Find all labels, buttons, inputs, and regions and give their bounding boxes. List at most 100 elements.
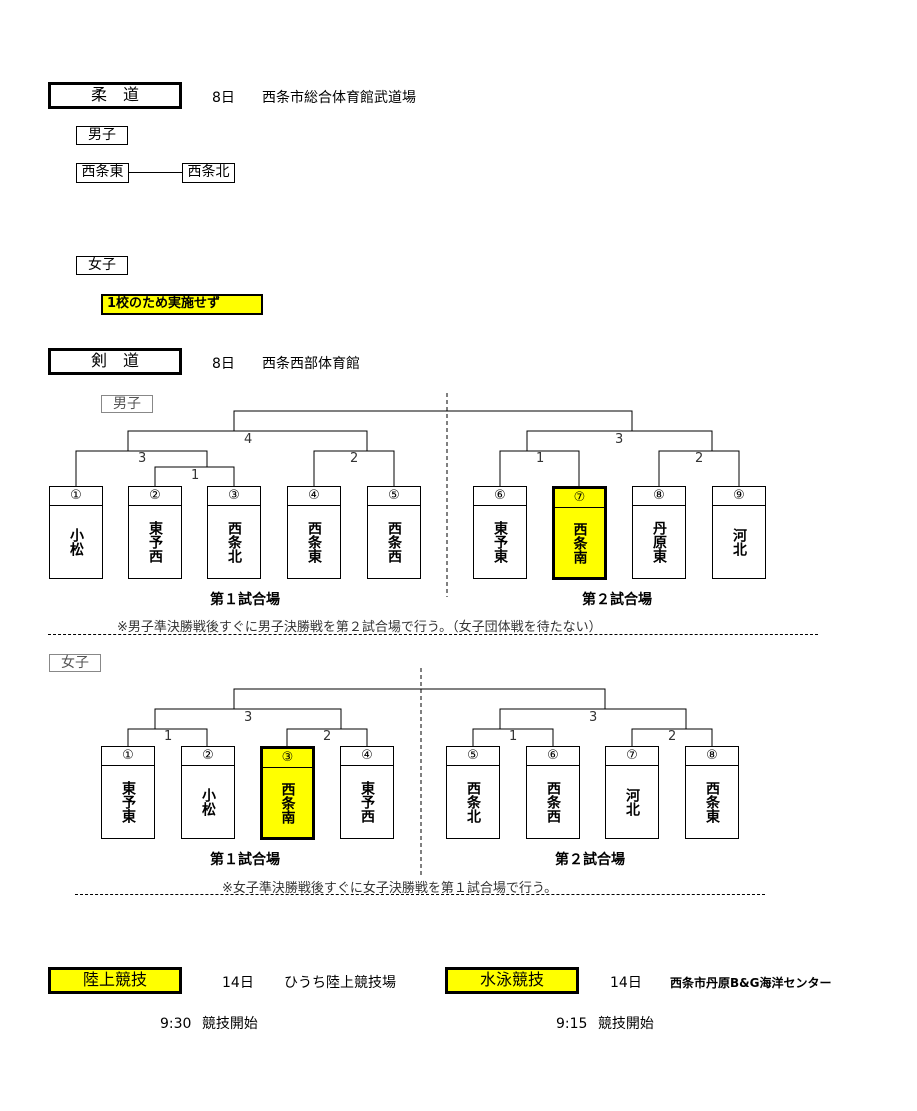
- kendo-girls-court-1: 第１試合場: [210, 852, 280, 868]
- athletics-date: 14日: [222, 975, 254, 991]
- team-name: 東予西: [359, 781, 375, 823]
- kendo-title: 剣 道: [48, 348, 182, 375]
- team-number: ③: [263, 749, 312, 768]
- team-name: 西条北: [226, 521, 242, 563]
- team-name: 河北: [731, 528, 747, 556]
- swimming-title: 水泳競技: [445, 967, 579, 994]
- team-number: ③: [208, 487, 260, 506]
- judo-boys-team-b: 西条北: [182, 163, 235, 183]
- kendo-girls-team: ⑦ 河北: [605, 746, 659, 839]
- athletics-title: 陸上競技: [48, 967, 182, 994]
- swimming-date: 14日: [610, 975, 642, 991]
- kendo-boys-team-highlighted: ⑦ 西条南: [552, 486, 607, 580]
- kendo-boys-team: ③ 西条北: [207, 486, 261, 579]
- kendo-boys-round-label: 4: [244, 432, 253, 447]
- kendo-boys-label: 男子: [101, 395, 153, 413]
- kendo-boys-team: ⑥ 東予東: [473, 486, 527, 579]
- kendo-boys-team: ⑨ 河北: [712, 486, 766, 579]
- swimming-time-value: 9:15: [556, 1016, 588, 1032]
- kendo-girls-round-label: 3: [244, 710, 253, 725]
- judo-venue: 西条市総合体育館武道場: [262, 90, 416, 106]
- judo-girls-label: 女子: [76, 256, 128, 275]
- team-name: 丹原東: [651, 521, 667, 563]
- team-number: ⑧: [686, 747, 738, 766]
- judo-boys-team-a: 西条東: [76, 163, 129, 183]
- kendo-boys-round-label: 1: [191, 468, 200, 483]
- team-number: ⑦: [555, 489, 604, 508]
- kendo-boys-round-label: 2: [695, 451, 704, 466]
- team-number: ④: [288, 487, 340, 506]
- team-number: ⑨: [713, 487, 765, 506]
- team-number: ⑧: [633, 487, 685, 506]
- kendo-boys-round-label: 1: [536, 451, 545, 466]
- team-number: ⑤: [447, 747, 499, 766]
- team-number: ⑦: [606, 747, 658, 766]
- team-name: 西条東: [306, 521, 322, 563]
- athletics-venue: ひうち陸上競技場: [284, 975, 396, 991]
- kendo-girls-team: ⑥ 西条西: [526, 746, 580, 839]
- judo-girls-note: 1校のため実施せず: [101, 294, 263, 315]
- kendo-boys-team: ⑧ 丹原東: [632, 486, 686, 579]
- kendo-girls-round-label: 2: [323, 729, 332, 744]
- kendo-girls-round-label: 3: [589, 710, 598, 725]
- kendo-boys-team: ② 東予西: [128, 486, 182, 579]
- team-name: 東予東: [120, 781, 136, 823]
- kendo-boys-note-line: [48, 634, 818, 635]
- kendo-girls-note: ※女子準決勝戦後すぐに女子決勝戦を第１試合場で行う。: [222, 881, 558, 896]
- team-name: 東予東: [492, 521, 508, 563]
- team-name: 河北: [624, 788, 640, 816]
- judo-boys-line: [129, 172, 182, 173]
- kendo-girls-round-label: 1: [164, 729, 173, 744]
- team-number: ⑥: [527, 747, 579, 766]
- kendo-boys-note: ※男子準決勝戦後すぐに男子決勝戦を第２試合場で行う。（女子団体戦を待たない）: [117, 620, 602, 635]
- team-number: ④: [341, 747, 393, 766]
- team-name: 小松: [68, 528, 84, 556]
- kendo-girls-label: 女子: [49, 654, 101, 672]
- kendo-girls-court-2: 第２試合場: [555, 852, 625, 868]
- kendo-boys-team: ① 小松: [49, 486, 103, 579]
- kendo-venue: 西条西部体育館: [262, 356, 360, 372]
- swimming-venue: 西条市丹原B&G海洋センター: [670, 976, 832, 990]
- team-number: ①: [50, 487, 102, 506]
- athletics-time-value: 9:30: [160, 1016, 192, 1032]
- athletics-start-label: 競技開始: [201, 1016, 258, 1032]
- kendo-girls-note-line: [75, 894, 765, 895]
- judo-boys-label: 男子: [76, 126, 128, 145]
- kendo-girls-team: ① 東予東: [101, 746, 155, 839]
- kendo-girls-team: ⑧ 西条東: [685, 746, 739, 839]
- kendo-boys-team: ⑤ 西条西: [367, 486, 421, 579]
- kendo-girls-team: ④ 東予西: [340, 746, 394, 839]
- team-name: 西条北: [465, 781, 481, 823]
- team-name: 西条南: [571, 522, 588, 564]
- team-name: 西条南: [279, 782, 296, 824]
- kendo-boys-court-2: 第２試合場: [582, 592, 652, 608]
- kendo-boys-team: ④ 西条東: [287, 486, 341, 579]
- kendo-boys-round-label: 2: [350, 451, 359, 466]
- swimming-start-label: 競技開始: [597, 1016, 654, 1032]
- team-number: ①: [102, 747, 154, 766]
- kendo-boys-round-label: 3: [138, 451, 147, 466]
- team-name: 小松: [200, 788, 216, 816]
- kendo-girls-round-label: 2: [668, 729, 677, 744]
- kendo-girls-team: ② 小松: [181, 746, 235, 839]
- kendo-boys-court-1: 第１試合場: [210, 592, 280, 608]
- kendo-girls-round-label: 1: [509, 729, 518, 744]
- kendo-date: 8日: [212, 356, 235, 372]
- team-number: ②: [182, 747, 234, 766]
- kendo-girls-team: ⑤ 西条北: [446, 746, 500, 839]
- team-name: 西条西: [386, 521, 402, 563]
- team-name: 西条西: [545, 781, 561, 823]
- athletics-time: 9:30 競技開始: [160, 1013, 258, 1033]
- judo-date: 8日: [212, 90, 235, 106]
- team-number: ②: [129, 487, 181, 506]
- kendo-girls-team-highlighted: ③ 西条南: [260, 746, 315, 840]
- kendo-boys-round-label: 3: [615, 432, 624, 447]
- team-number: ⑥: [474, 487, 526, 506]
- team-name: 西条東: [704, 781, 720, 823]
- team-name: 東予西: [147, 521, 163, 563]
- judo-title: 柔 道: [48, 82, 182, 109]
- team-number: ⑤: [368, 487, 420, 506]
- swimming-time: 9:15 競技開始: [556, 1013, 654, 1033]
